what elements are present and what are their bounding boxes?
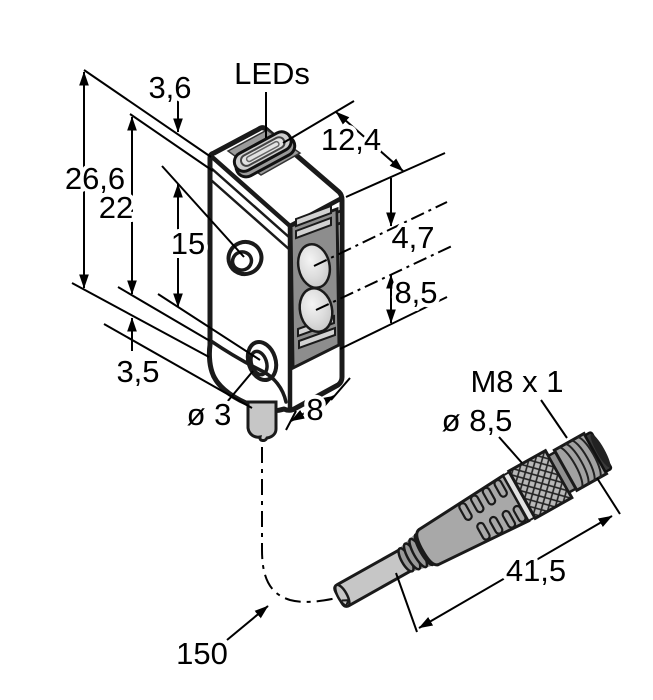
sensor-housing (206, 125, 345, 442)
ext-line-body-top (129, 113, 214, 172)
bottom-overmold-seam (209, 339, 288, 404)
ext-line-overall-top (83, 69, 212, 158)
ext-line-foot-bottom (103, 323, 253, 409)
dim-line-width (290, 395, 335, 422)
sensing-face (289, 204, 341, 371)
label-lens-offset: 4,7 (391, 220, 434, 255)
leader-thread (540, 399, 568, 439)
dim-line-connector-length (418, 515, 613, 629)
label-connector-thread: M8 x 1 (470, 364, 563, 399)
centerline-upper-lens (313, 201, 448, 267)
label-housing-width: 8 (306, 392, 323, 427)
label-connector-diameter: ø 8,5 (442, 403, 513, 438)
connector-cable (333, 546, 416, 608)
led-lens-mid (240, 136, 286, 167)
label-connector-length: 41,5 (506, 553, 566, 588)
sensor-cable (246, 400, 278, 442)
ext-line-overall-bottom (71, 282, 210, 358)
connector-tip (584, 431, 613, 473)
ext-line-depth-right (345, 152, 446, 198)
ext-line-connector-end (596, 477, 621, 515)
label-body-height: 22 (99, 190, 133, 225)
cable-route-centerline (261, 447, 338, 603)
label-bottom-section-height: 3,5 (116, 354, 159, 389)
grip-slot (481, 486, 497, 506)
ext-line-hole-upper (161, 165, 245, 258)
face-slat (298, 326, 336, 350)
dimension-labels: LEDs 3,6 26,6 22 15 3,5 12,4 4,7 8,5 8 ø… (61, 52, 570, 675)
centerline-lower-lens (315, 245, 453, 311)
leader-hole-diameter (226, 370, 254, 403)
label-lens-spacing: 8,5 (394, 275, 437, 310)
ext-line-body-bottom (117, 286, 211, 342)
label-hole-spacing: 15 (171, 226, 205, 261)
housing-body (206, 125, 345, 414)
label-housing-depth: 12,4 (321, 122, 381, 157)
label-overall-height: 26,6 (65, 161, 125, 196)
mounting-hole-lower (245, 339, 279, 383)
label-mounting-hole-diameter: ø 3 (187, 397, 232, 432)
dimension-lines (71, 69, 621, 641)
label-leds: LEDs (234, 56, 310, 91)
led-lens-inner (245, 140, 280, 163)
label-cable-length: 150 (176, 636, 228, 671)
grip-slot (493, 478, 508, 498)
leader-connector-diameter (498, 436, 523, 464)
cable-end-notch (341, 599, 350, 607)
led-window (226, 129, 302, 179)
ext-line-depth-left (282, 100, 355, 144)
dim-line-depth (335, 111, 404, 172)
face-slat (295, 216, 332, 240)
label-top-section-height: 3,6 (148, 70, 191, 105)
face-slat (295, 204, 332, 228)
grip-slot (469, 494, 485, 514)
ext-line-connector-start (395, 572, 418, 633)
leader-cable-length (226, 605, 269, 641)
